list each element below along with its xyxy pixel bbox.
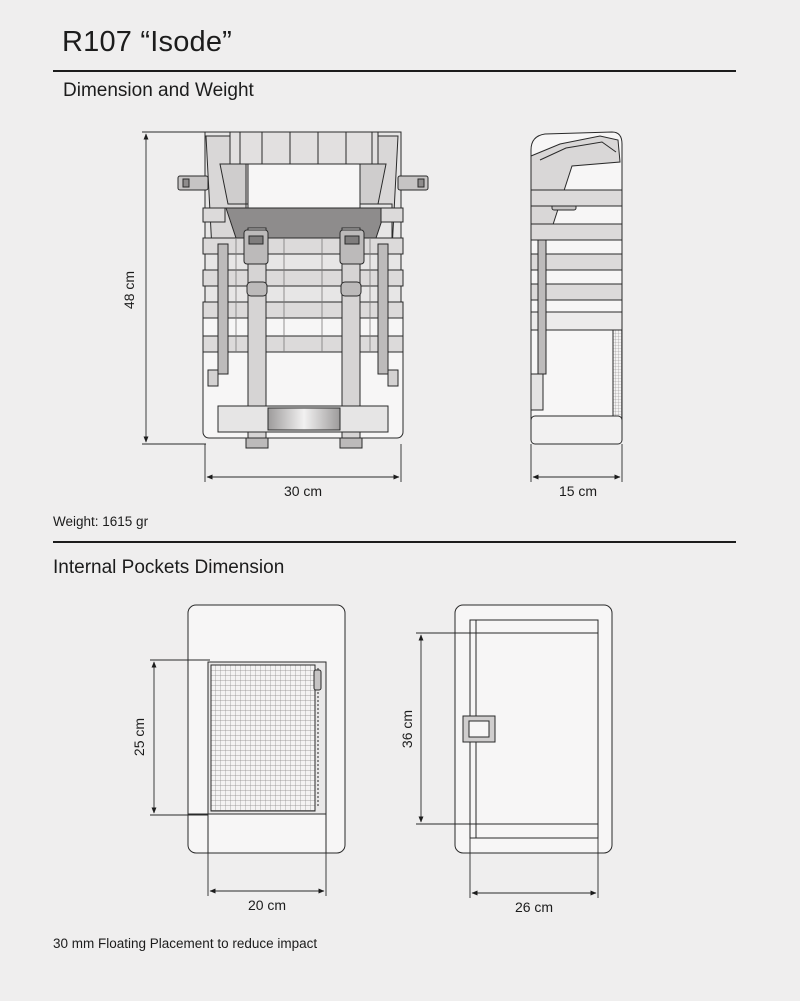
floating-placement-note: 30 mm Floating Placement to reduce impac… (53, 936, 318, 951)
section-divider (53, 541, 736, 543)
front-dimension-lines (142, 131, 402, 482)
left-strap-buckle (243, 229, 269, 265)
depth-label: 15 cm (559, 483, 597, 499)
pocket-back-width-label: 26 cm (515, 899, 553, 915)
page-title: R107 “Isode” (62, 26, 233, 58)
side-mesh-pocket (612, 329, 623, 431)
height-label: 48 cm (121, 271, 137, 309)
section-heading-pockets: Internal Pockets Dimension (53, 557, 285, 578)
internal-pocket-front (187, 604, 346, 854)
weight-label: Weight: 1615 gr (53, 514, 149, 529)
section-heading-dimension: Dimension and Weight (63, 80, 254, 101)
pocket-back-height-label: 36 cm (399, 710, 415, 748)
backpack-side-view (530, 131, 623, 445)
right-strap-buckle (339, 229, 365, 265)
pocket-front-width-label: 20 cm (248, 897, 286, 913)
pocket-front-mesh (210, 664, 316, 812)
pocket-front-dimension-lines (150, 659, 327, 896)
pocket-back-dimension-lines (416, 632, 599, 898)
right-side-strap (377, 243, 389, 375)
left-side-strap (217, 243, 229, 375)
pocket-front-height-label: 25 cm (131, 718, 147, 756)
internal-pocket-back (454, 604, 613, 854)
title-divider (53, 70, 736, 72)
side-dimension-lines (530, 444, 623, 482)
width-label: 30 cm (284, 483, 322, 499)
front-logo-patch (267, 407, 341, 431)
backpack-front-view (177, 131, 429, 449)
zipper-pull-icon (313, 669, 322, 691)
